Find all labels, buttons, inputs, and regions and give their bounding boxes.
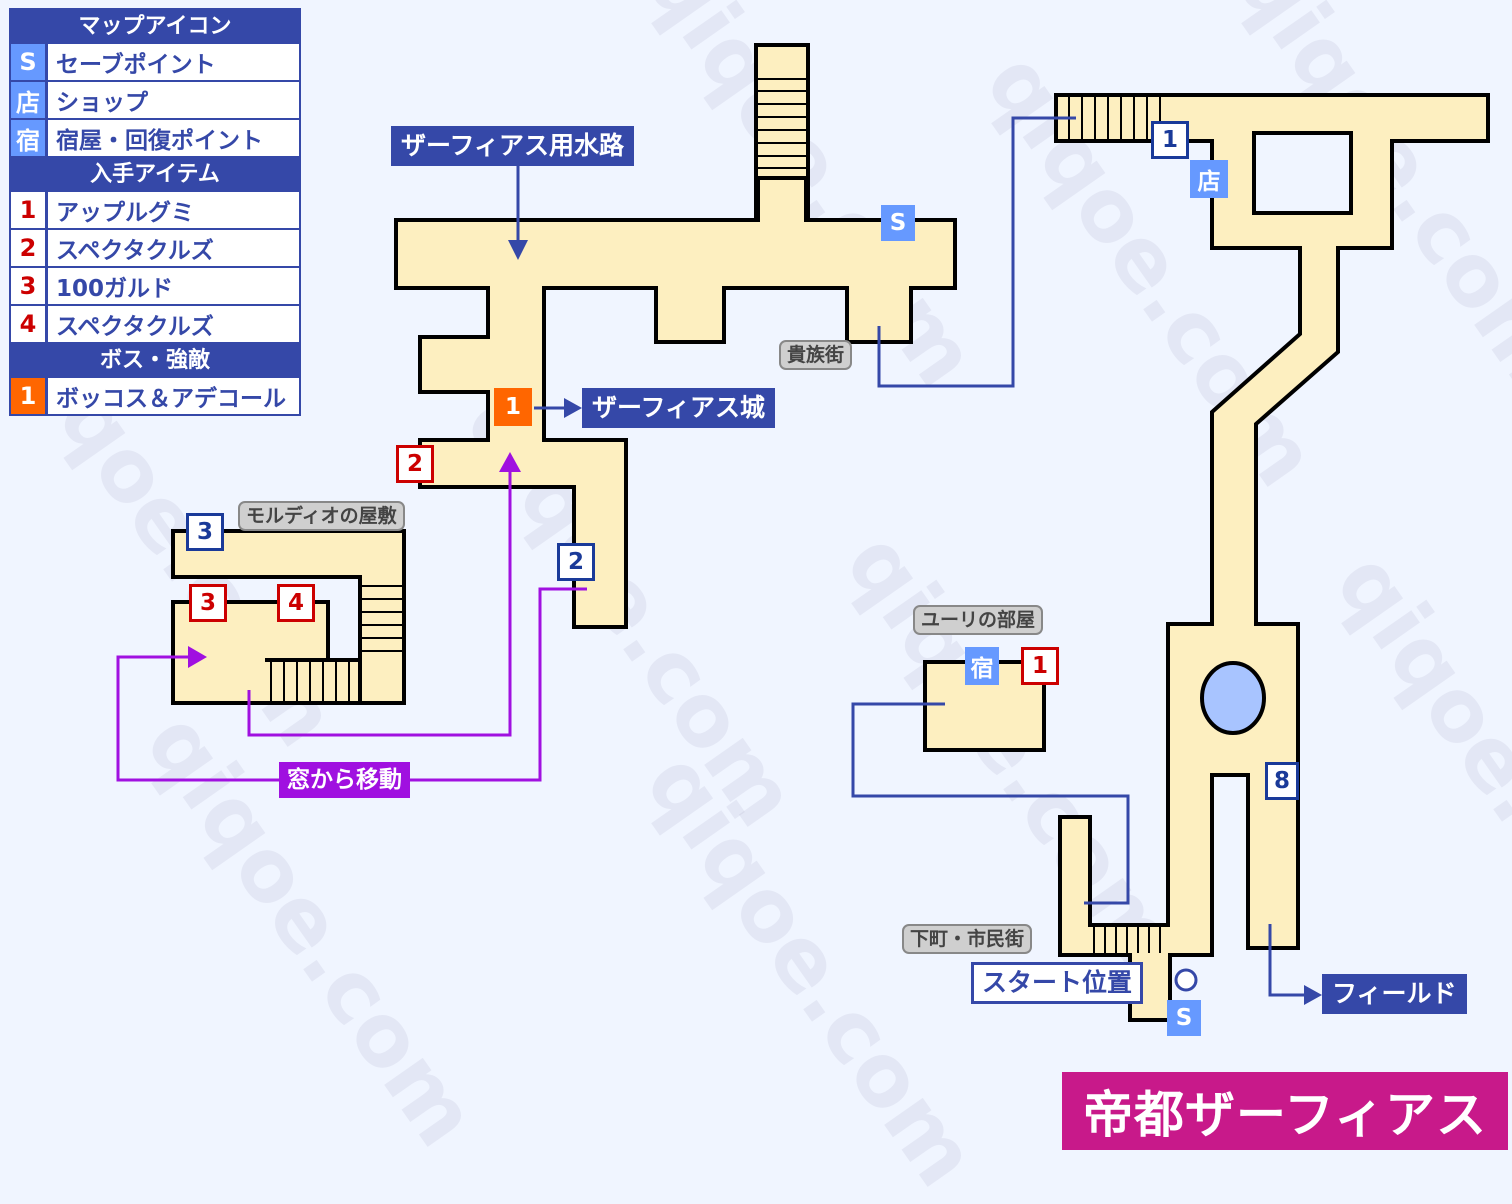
noble-stairs [1068,97,1168,953]
legend-header-map-icons: マップアイコン [78,14,232,39]
legend-row: 店 ショップ [11,82,299,118]
item-marker-1[interactable]: 1 [1021,647,1059,685]
link-yuri-to-lower [851,702,1130,905]
start-position-label: スタート位置 [971,962,1144,1004]
noble-district [1054,93,1490,1022]
legend-row: S セーブポイント [11,44,299,80]
legend-label: アップルグミ [48,192,299,228]
legend-label: セーブポイント [48,44,299,80]
castle-label[interactable]: ザーフィアス城 [582,388,776,428]
chest-marker-1[interactable]: 1 [1151,121,1189,159]
legend-header-items: 入手アイテム [90,162,220,187]
inn-icon: 宿 [11,120,45,156]
legend-row: 2 スペクタクルズ [11,230,299,266]
item-number-icon: 2 [11,230,45,266]
legend-label: スペクタクルズ [48,230,299,266]
mordio-mansion-label: モルディオの屋敷 [238,501,405,531]
noble-district-label: 貴族街 [779,340,853,370]
item-marker-2[interactable]: 2 [396,445,434,483]
legend-label: 宿屋・回復ポイント [48,120,299,156]
item-number-icon: 1 [11,192,45,228]
courtyard-void [1252,131,1353,215]
yuri-room-label: ユーリの部屋 [913,605,1044,635]
save-point-icon[interactable]: S [881,205,915,241]
chest-marker-2[interactable]: 2 [557,543,595,581]
shop-icon[interactable]: 店 [1190,160,1228,198]
legend-header-boss: ボス・強敵 [99,348,210,373]
item-number-icon: 3 [11,268,45,304]
legend-label: ショップ [48,82,299,118]
legend-label: スペクタクルズ [48,306,299,342]
legend-row: 1 ボッコス＆アデコール [11,378,299,414]
boss-marker-1[interactable]: 1 [494,388,532,426]
legend-row: 3 100ガルド [11,268,299,304]
chest-marker-8[interactable]: 8 [1265,762,1299,800]
save-icon: S [11,44,45,80]
item-marker-4[interactable]: 4 [277,584,315,622]
link-noble-to-waterway [877,116,1076,388]
field-label[interactable]: フィールド [1322,974,1467,1014]
item-marker-3[interactable]: 3 [189,584,227,622]
link-field [1268,924,1306,997]
boss-number-icon: 1 [11,378,45,414]
window-route-1 [247,470,512,737]
legend-row: 宿 宿屋・回復ポイント [11,120,299,156]
window-move-label: 窓から移動 [279,762,410,798]
start-position-icon [1174,968,1198,992]
mordio-stairs [265,585,402,701]
waterway-corridor [394,176,957,629]
chest-marker-3[interactable]: 3 [186,513,224,551]
shop-icon: 店 [11,82,45,118]
waterway-label[interactable]: ザーフィアス用水路 [391,126,635,166]
inn-icon[interactable]: 宿 [965,647,999,685]
legend-row: 4 スペクタクルズ [11,306,299,342]
lower-quarter-label: 下町・市民街 [902,924,1033,954]
legend: マップアイコン S セーブポイント 店 ショップ 宿 宿屋・回復ポイント 入手ア… [9,8,301,416]
map-title: 帝都ザーフィアス [1062,1072,1508,1150]
save-point-icon[interactable]: S [1167,1000,1201,1036]
fountain [1200,661,1266,735]
item-number-icon: 4 [11,306,45,342]
legend-label: 100ガルド [48,268,299,304]
legend-row: 1 アップルグミ [11,192,299,228]
legend-label: ボッコス＆アデコール [48,378,299,414]
